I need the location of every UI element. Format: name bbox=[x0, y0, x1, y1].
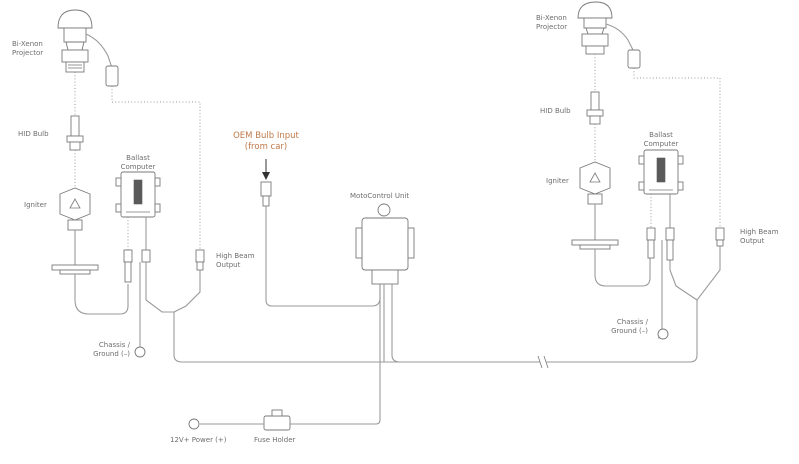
right-ballast-connectors bbox=[646, 227, 725, 261]
moto-control-unit bbox=[355, 203, 415, 285]
left-ballast bbox=[115, 171, 161, 218]
oem-input-label: OEM Bulb Input (from car) bbox=[233, 131, 299, 152]
right-ballast bbox=[638, 149, 684, 195]
right-igniter bbox=[579, 161, 611, 205]
power-label: 12V+ Power (+) bbox=[170, 436, 227, 444]
left-hid-bulb-label: HID Bulb bbox=[18, 130, 49, 138]
right-projector bbox=[577, 1, 641, 69]
left-igniter bbox=[59, 187, 91, 231]
left-ballast-connectors bbox=[123, 249, 205, 283]
right-ballast-label: Ballast Computer bbox=[643, 131, 679, 148]
left-igniter-label: Igniter bbox=[24, 201, 47, 209]
moto-unit-label: MotoControl Unit bbox=[350, 192, 410, 200]
left-chassis-label: Chassis / Ground (–) bbox=[93, 341, 130, 358]
left-projector bbox=[57, 9, 119, 87]
right-hid-bulb bbox=[586, 91, 604, 125]
right-high-beam-label: High Beam Output bbox=[740, 228, 779, 245]
left-mount-ring bbox=[51, 264, 99, 275]
right-chassis-label: Chassis / Ground (–) bbox=[611, 318, 648, 335]
fuse-label: Fuse Holder bbox=[254, 436, 296, 444]
right-igniter-label: Igniter bbox=[546, 177, 569, 185]
oem-connector bbox=[260, 181, 272, 207]
left-high-beam-label: High Beam Output bbox=[216, 252, 255, 269]
left-hid-bulb bbox=[66, 115, 84, 151]
right-projector-label: Bi-Xenon Projector bbox=[536, 14, 568, 31]
oem-arrow bbox=[262, 159, 270, 180]
left-projector-label: Bi-Xenon Projector bbox=[12, 40, 44, 57]
right-hid-bulb-label: HID Bulb bbox=[540, 107, 571, 115]
right-mount-ring bbox=[571, 239, 619, 250]
fuse-holder bbox=[263, 409, 291, 431]
left-ballast-label: Ballast Computer bbox=[120, 154, 156, 171]
